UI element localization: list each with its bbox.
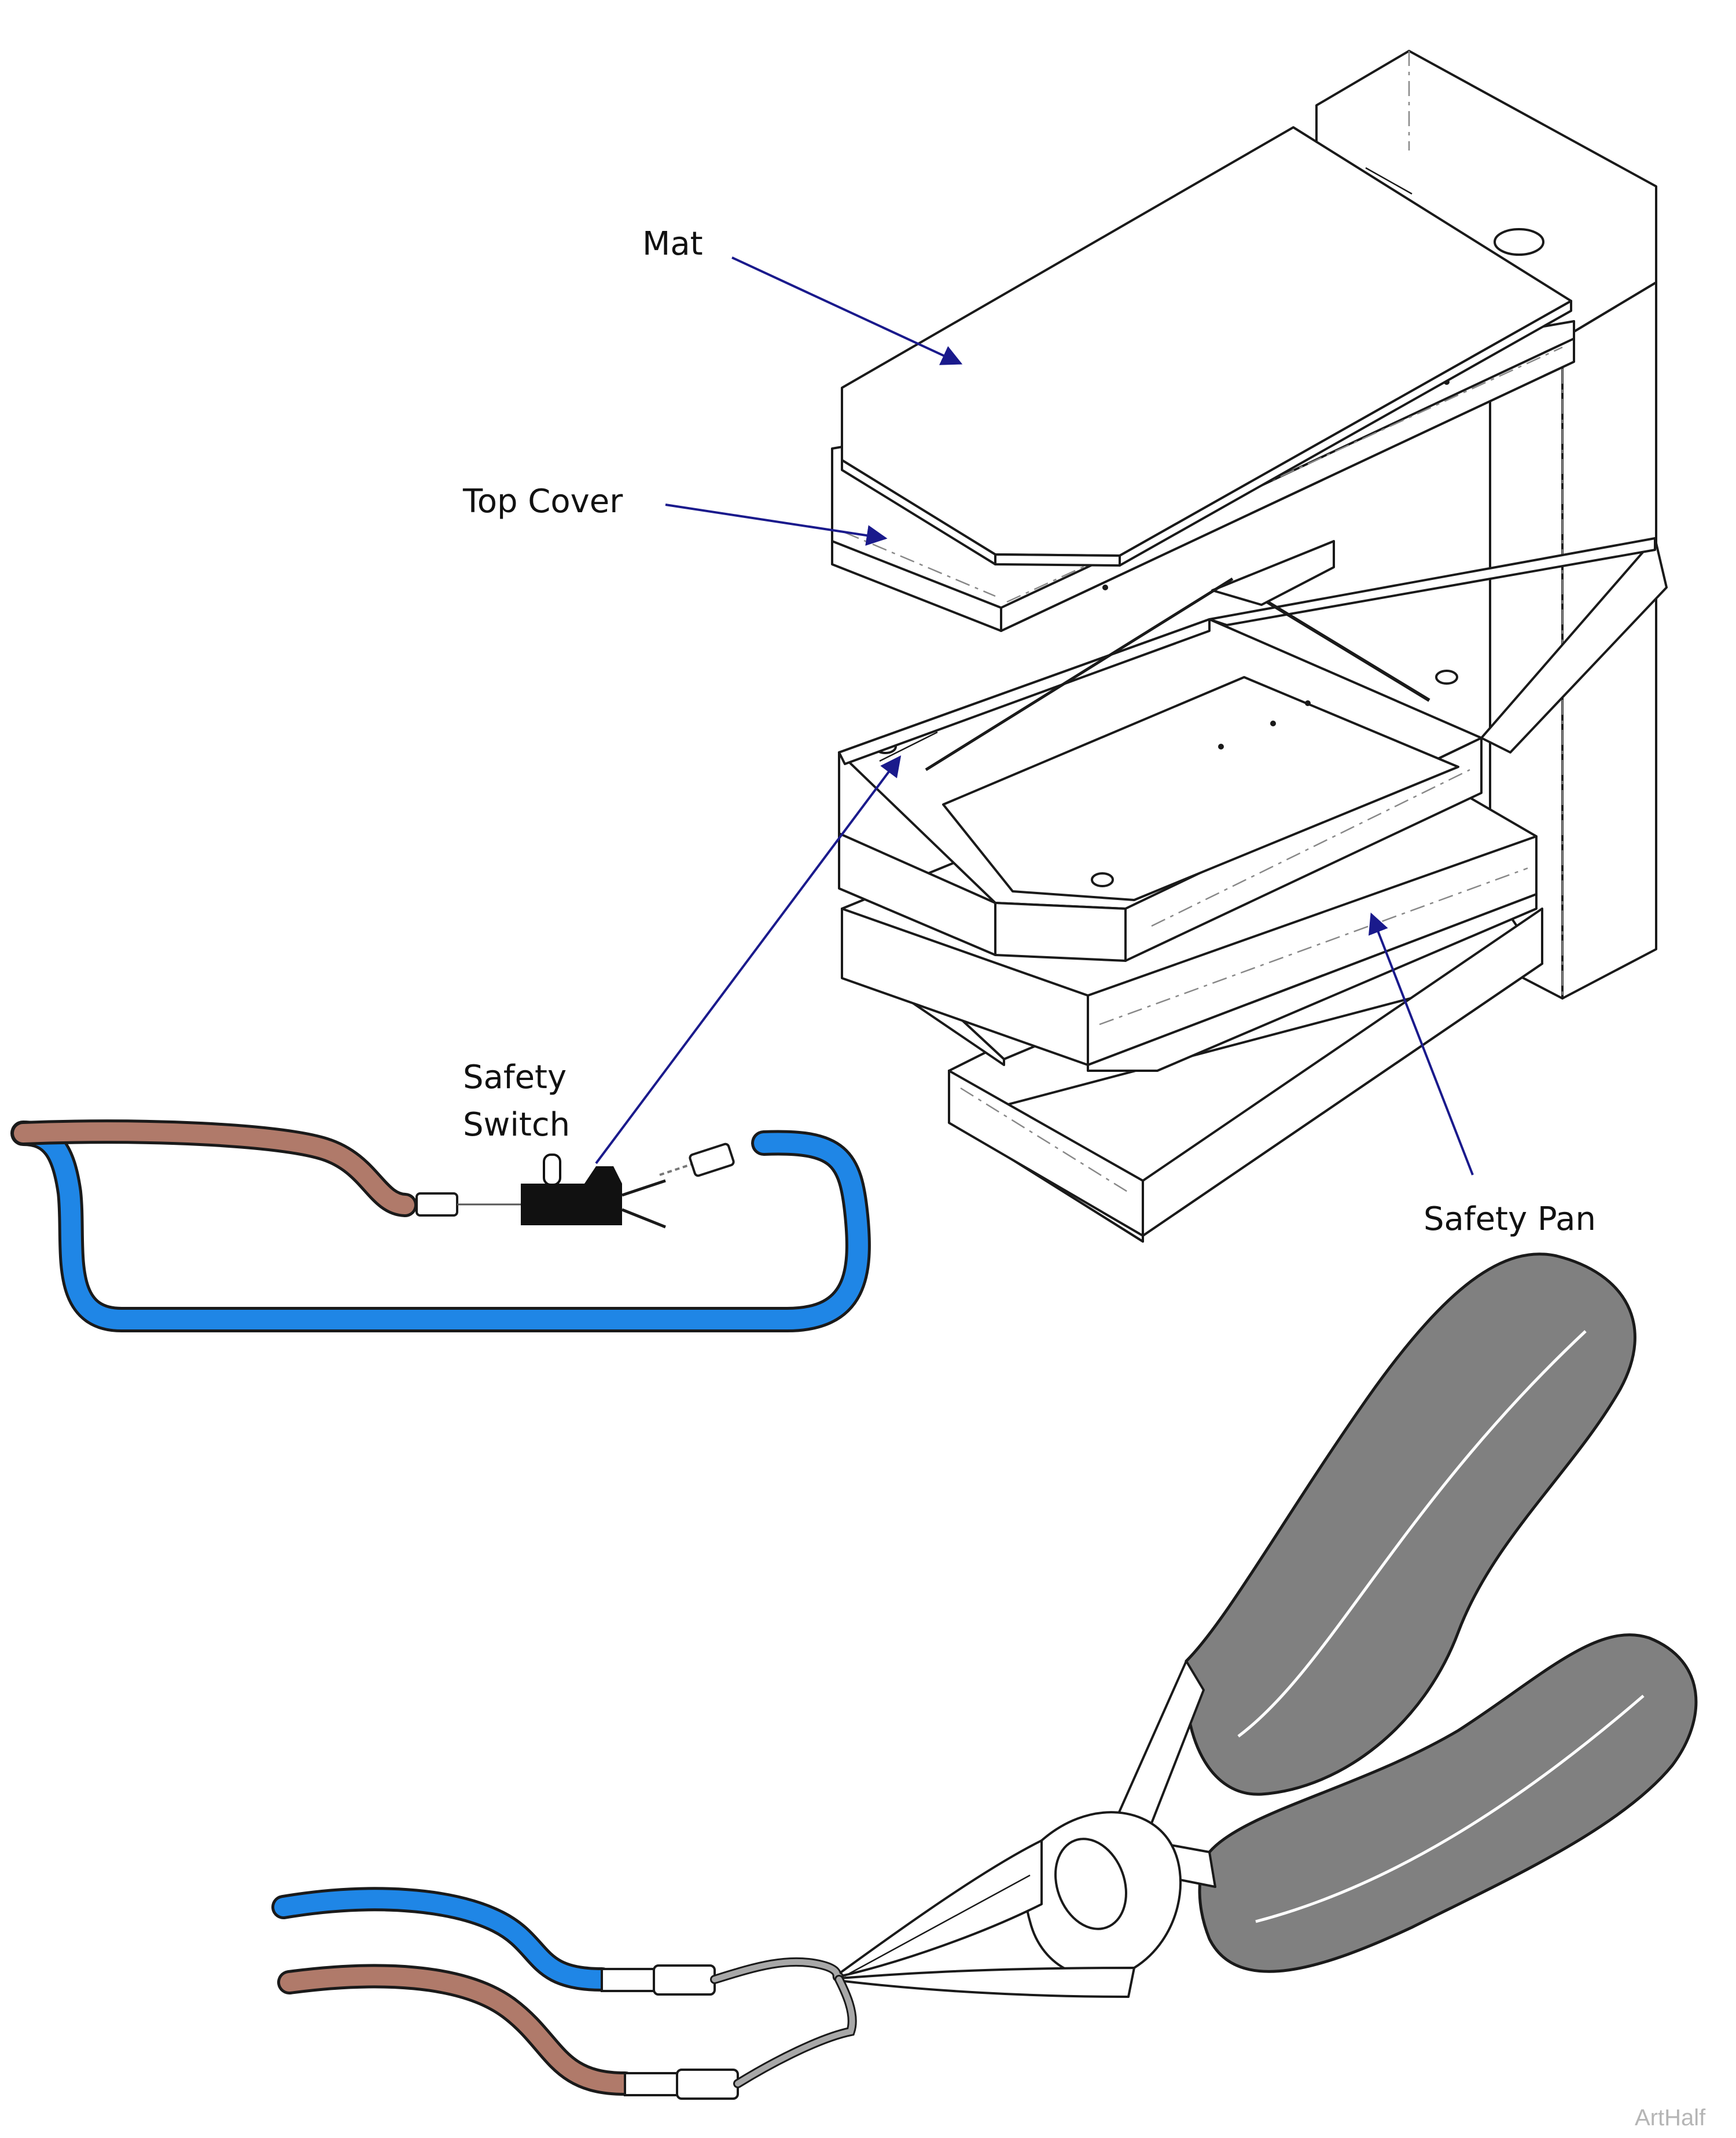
pliers-wires xyxy=(271,1887,857,2100)
wire-terminal-icon xyxy=(601,1964,716,1996)
safety-switch-icon xyxy=(521,1154,695,1229)
switch-tray xyxy=(838,618,1483,962)
wire-terminal-icon xyxy=(624,2069,739,2100)
pliers-grip-lower xyxy=(1198,1633,1698,1973)
wire-terminal-icon xyxy=(689,1143,735,1177)
leader-safety-pan xyxy=(1368,912,1474,1175)
machine-assembly xyxy=(831,50,1668,1243)
mat xyxy=(841,126,1572,567)
wire-terminal-icon xyxy=(415,1192,521,1217)
callout-leaders xyxy=(595,256,1474,1175)
safety-switch-wiring xyxy=(10,1119,871,1332)
pliers-icon xyxy=(838,1252,1698,1998)
label-mat: Mat xyxy=(642,225,703,263)
watermark: ArtHalf xyxy=(1635,2105,1706,2130)
label-safety-switch-line1: Safety xyxy=(463,1059,567,1096)
labels: Mat Top Cover Safety Switch Safety Pan A… xyxy=(462,225,1706,2130)
pliers-grip-upper xyxy=(1184,1252,1636,1796)
leader-top-cover xyxy=(665,504,888,546)
leader-mat xyxy=(731,256,963,365)
leader-safety-switch xyxy=(595,755,902,1164)
label-top-cover: Top Cover xyxy=(462,483,623,520)
side-frame xyxy=(838,537,1668,765)
label-safety-pan: Safety Pan xyxy=(1424,1200,1596,1238)
label-safety-switch-line2: Switch xyxy=(463,1106,570,1144)
